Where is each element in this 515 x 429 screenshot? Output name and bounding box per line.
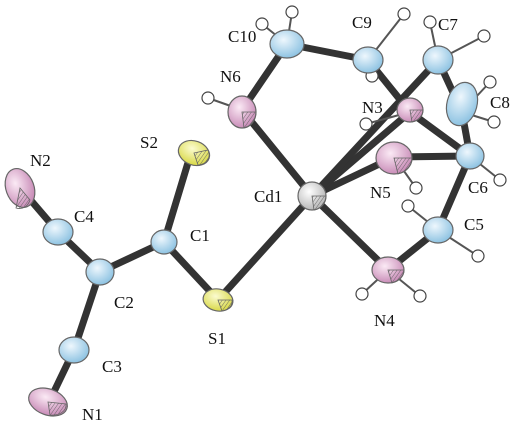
label-c10: C10 [228, 27, 256, 46]
atom-c5 [422, 216, 454, 244]
label-n3: N3 [362, 98, 383, 117]
atom-c9 [352, 46, 384, 74]
bond-s1-cd1 [214, 192, 316, 304]
label-c7: C7 [438, 15, 458, 34]
label-c2: C2 [114, 293, 134, 312]
label-cd1: Cd1 [254, 187, 282, 206]
atoms [4, 29, 485, 417]
bond-cd1-c7-long [308, 56, 442, 200]
ellipsoid-octants [15, 109, 424, 416]
hydrogen-atoms [201, 5, 507, 303]
label-s1: S1 [208, 329, 226, 348]
label-n6: N6 [220, 67, 241, 86]
label-c8: C8 [490, 93, 510, 112]
atom-c2 [85, 258, 115, 286]
atom-labels: C10 C9 C7 N6 N3 C8 S2 N2 Cd1 N5 C6 C4 C1… [30, 13, 510, 424]
atom-c1 [150, 229, 178, 255]
label-c1: C1 [190, 226, 210, 245]
atom-c4 [42, 218, 74, 246]
label-n5: N5 [370, 183, 391, 202]
atom-c8 [445, 81, 479, 127]
bond-n6-cd1 [238, 106, 316, 200]
label-n4: N4 [374, 311, 395, 330]
atom-c6 [455, 142, 485, 170]
label-c4: C4 [74, 207, 94, 226]
bond-c1-s2 [160, 152, 194, 246]
label-c6: C6 [468, 178, 488, 197]
label-n2: N2 [30, 151, 51, 170]
atom-c7 [422, 45, 454, 75]
atom-c3 [58, 336, 90, 364]
label-n1: N1 [82, 405, 103, 424]
label-s2: S2 [140, 133, 158, 152]
label-c9: C9 [352, 13, 372, 32]
label-c3: C3 [102, 357, 122, 376]
atom-c10 [269, 29, 305, 59]
label-c5: C5 [464, 215, 484, 234]
bond-n4-cd1 [308, 192, 392, 274]
